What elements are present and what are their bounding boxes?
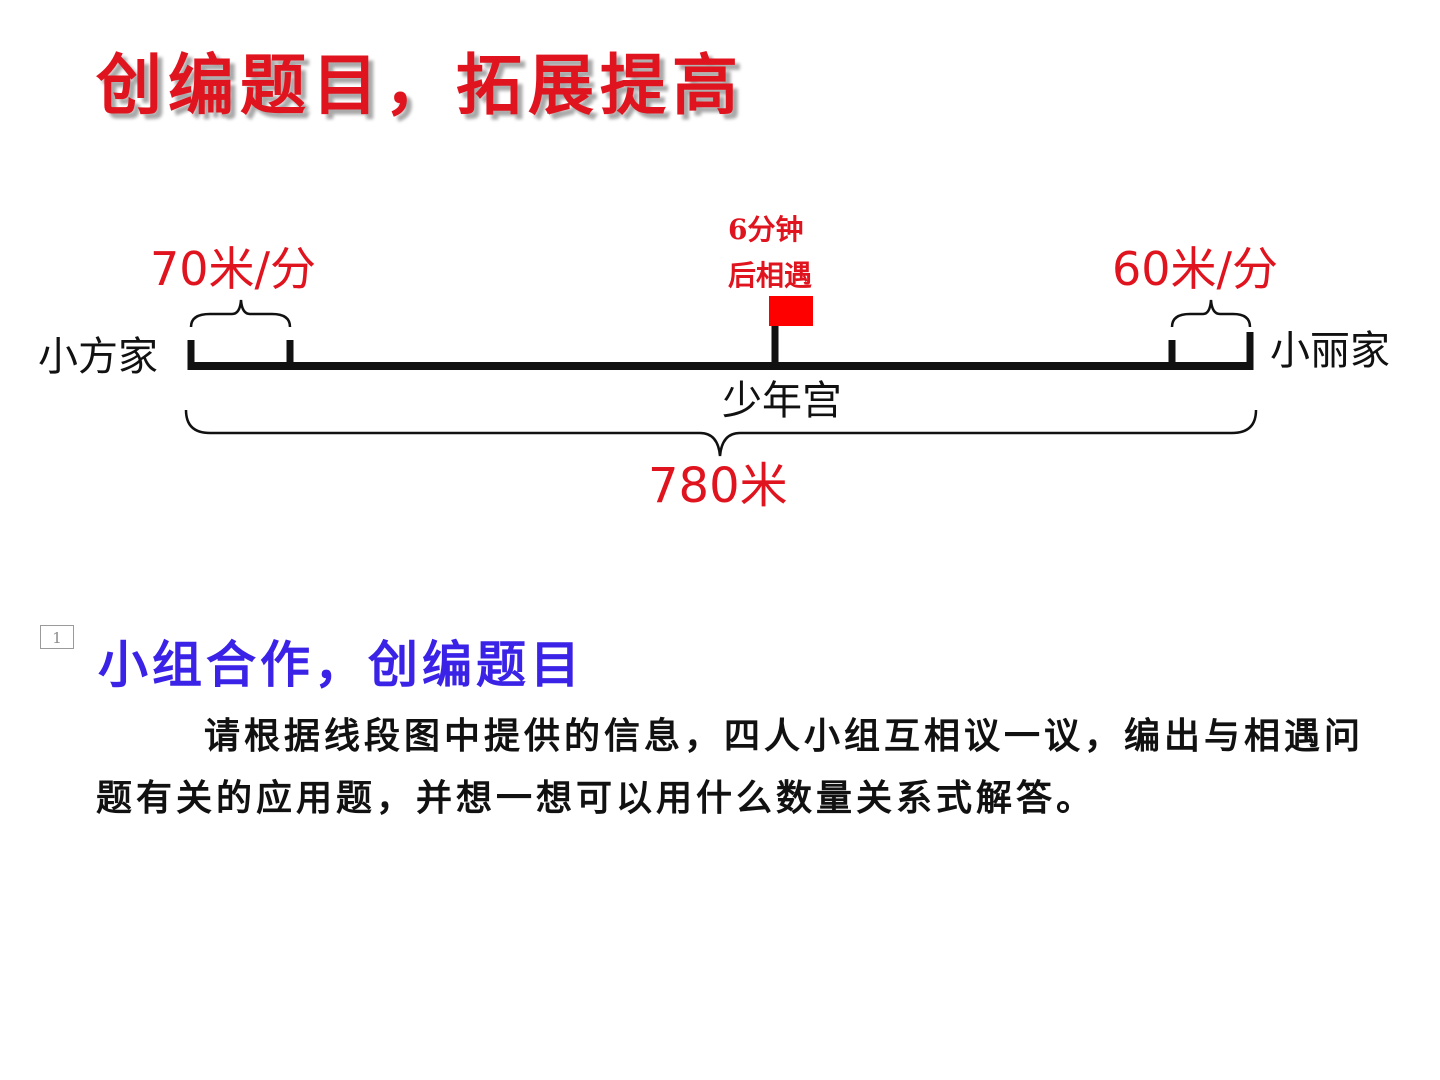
youth-palace-label: 少年宫	[722, 378, 842, 424]
slide-title: 创编题目，拓展提高	[96, 46, 744, 124]
left-speed-label: 70米/分	[150, 242, 317, 296]
right-speed-label: 60米/分	[1112, 242, 1279, 296]
section-heading: 小组合作，创编题目	[98, 635, 584, 694]
left-speed-brace	[189, 299, 292, 328]
page-number-marker: 1	[40, 625, 74, 649]
total-distance-label: 780米	[648, 458, 788, 514]
left-home-label: 小方家	[38, 334, 158, 380]
meeting-text-label: 后相遇	[728, 259, 813, 292]
right-speed-brace	[1170, 299, 1252, 328]
instructions-text: 请根据线段图中提供的信息，四人小组互相议一议，编出与相遇问题有关的应用题，并想一…	[96, 715, 1365, 819]
total-distance-brace	[184, 409, 1258, 457]
right-home-label: 小丽家	[1270, 328, 1390, 374]
line-segment-diagram	[184, 296, 1258, 457]
meeting-flag	[769, 296, 813, 326]
meeting-time-label: 6分钟	[728, 213, 804, 246]
